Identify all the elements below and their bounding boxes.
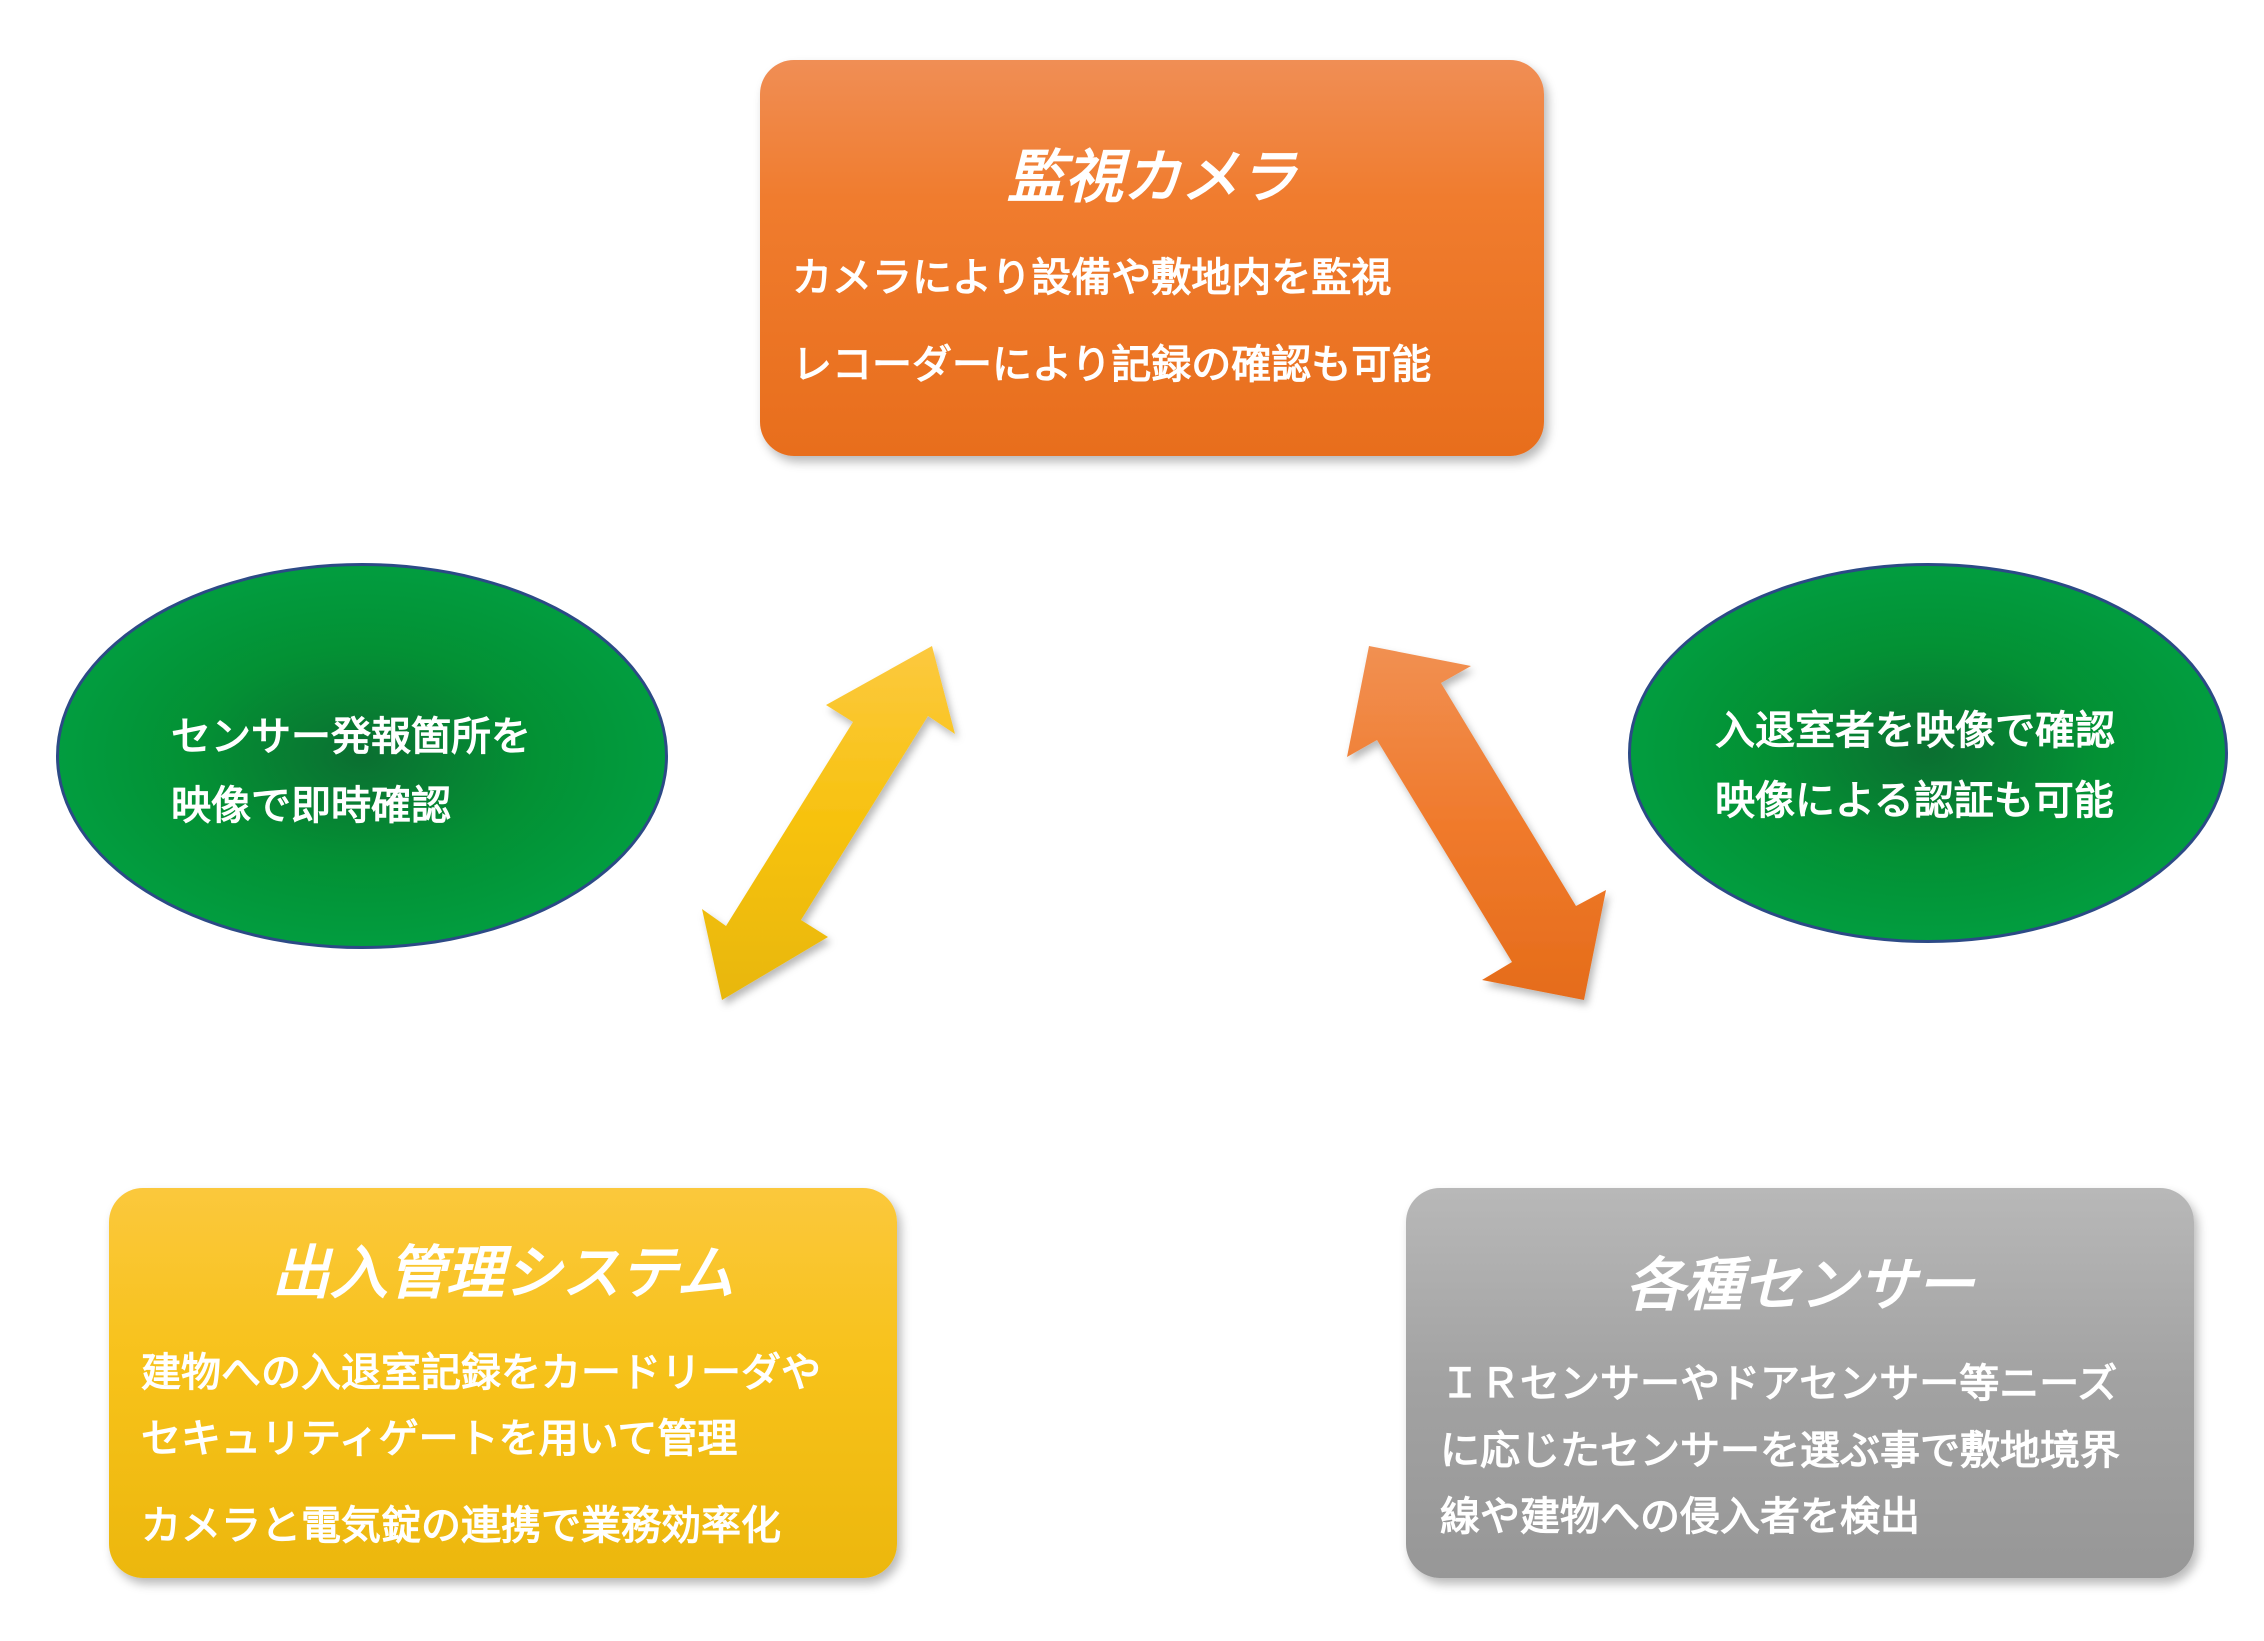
left-note-line-2: 映像で即時確認 xyxy=(171,783,451,829)
right-note-line-2: 映像による認証も可能 xyxy=(1715,778,2114,824)
sensors-line-1: ＩＲセンサーやドアセンサー等ニーズ xyxy=(1440,1361,2118,1407)
right-note-line-1: 入退室者を映像で確認 xyxy=(1715,708,2115,754)
access-line-2: セキュリティゲートを用いて管理 xyxy=(141,1416,738,1462)
camera-line-2: レコーダーにより記録の確認も可能 xyxy=(792,342,1432,388)
surveillance-camera-box: 監視カメラ カメラにより設備や敷地内を監視 レコーダーにより記録の確認も可能 xyxy=(760,60,1544,456)
double-arrow-camera-sensors xyxy=(1347,646,1606,1000)
sensors-title: 各種センサー xyxy=(1625,1251,1974,1319)
sensors-box: 各種センサー ＩＲセンサーやドアセンサー等ニーズ に応じたセンサーを選ぶ事で敷地… xyxy=(1406,1188,2194,1578)
right-note-ellipse: 入退室者を映像で確認 映像による認証も可能 xyxy=(1628,563,2228,943)
double-arrow-camera-access xyxy=(702,646,955,1000)
left-note-line-1: センサー発報箇所を xyxy=(171,714,531,760)
left-note-ellipse: センサー発報箇所を 映像で即時確認 xyxy=(56,563,668,949)
camera-title: 監視カメラ xyxy=(1006,143,1297,211)
access-control-box: 出入管理システム 建物への入退室記録をカードリーダや セキュリティゲートを用いて… xyxy=(109,1188,897,1578)
sensors-line-2: に応じたセンサーを選ぶ事で敷地境界 xyxy=(1440,1428,2120,1474)
camera-line-1: カメラにより設備や敷地内を監視 xyxy=(792,255,1392,301)
access-title: 出入管理システム xyxy=(271,1239,735,1307)
sensors-line-3: 線や建物への侵入者を検出 xyxy=(1440,1494,1920,1540)
access-line-1: 建物への入退室記録をカードリーダや xyxy=(141,1350,821,1396)
access-line-3: カメラと電気錠の連携で業務効率化 xyxy=(141,1503,781,1549)
